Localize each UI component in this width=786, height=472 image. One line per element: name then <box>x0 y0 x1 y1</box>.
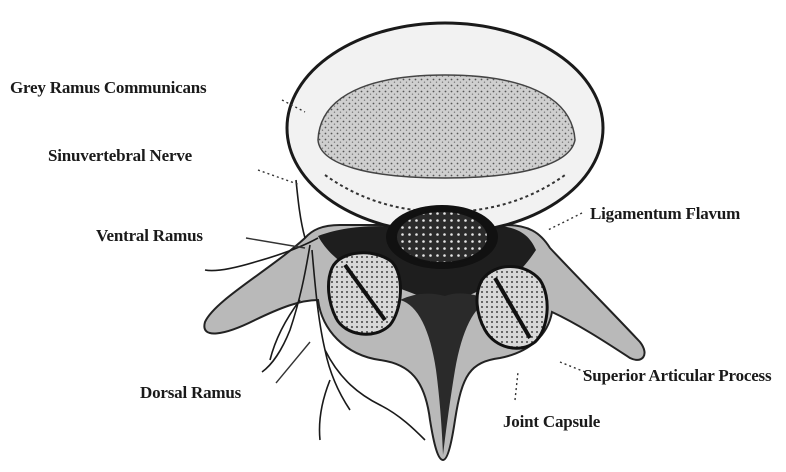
label-superior-articular-process: Superior Articular Process <box>583 366 771 386</box>
label-dorsal-ramus: Dorsal Ramus <box>140 383 241 403</box>
label-grey-ramus-communicans: Grey Ramus Communicans <box>10 78 206 98</box>
facet-joint-right <box>477 267 547 349</box>
label-sinuvertebral-nerve: Sinuvertebral Nerve <box>48 146 192 166</box>
facet-joint-left <box>329 253 401 334</box>
vertebral-body <box>287 23 603 233</box>
label-ligamentum-flavum: Ligamentum Flavum <box>590 204 740 224</box>
spinal-cord <box>386 205 498 269</box>
label-ventral-ramus: Ventral Ramus <box>96 226 203 246</box>
label-joint-capsule: Joint Capsule <box>503 412 600 432</box>
